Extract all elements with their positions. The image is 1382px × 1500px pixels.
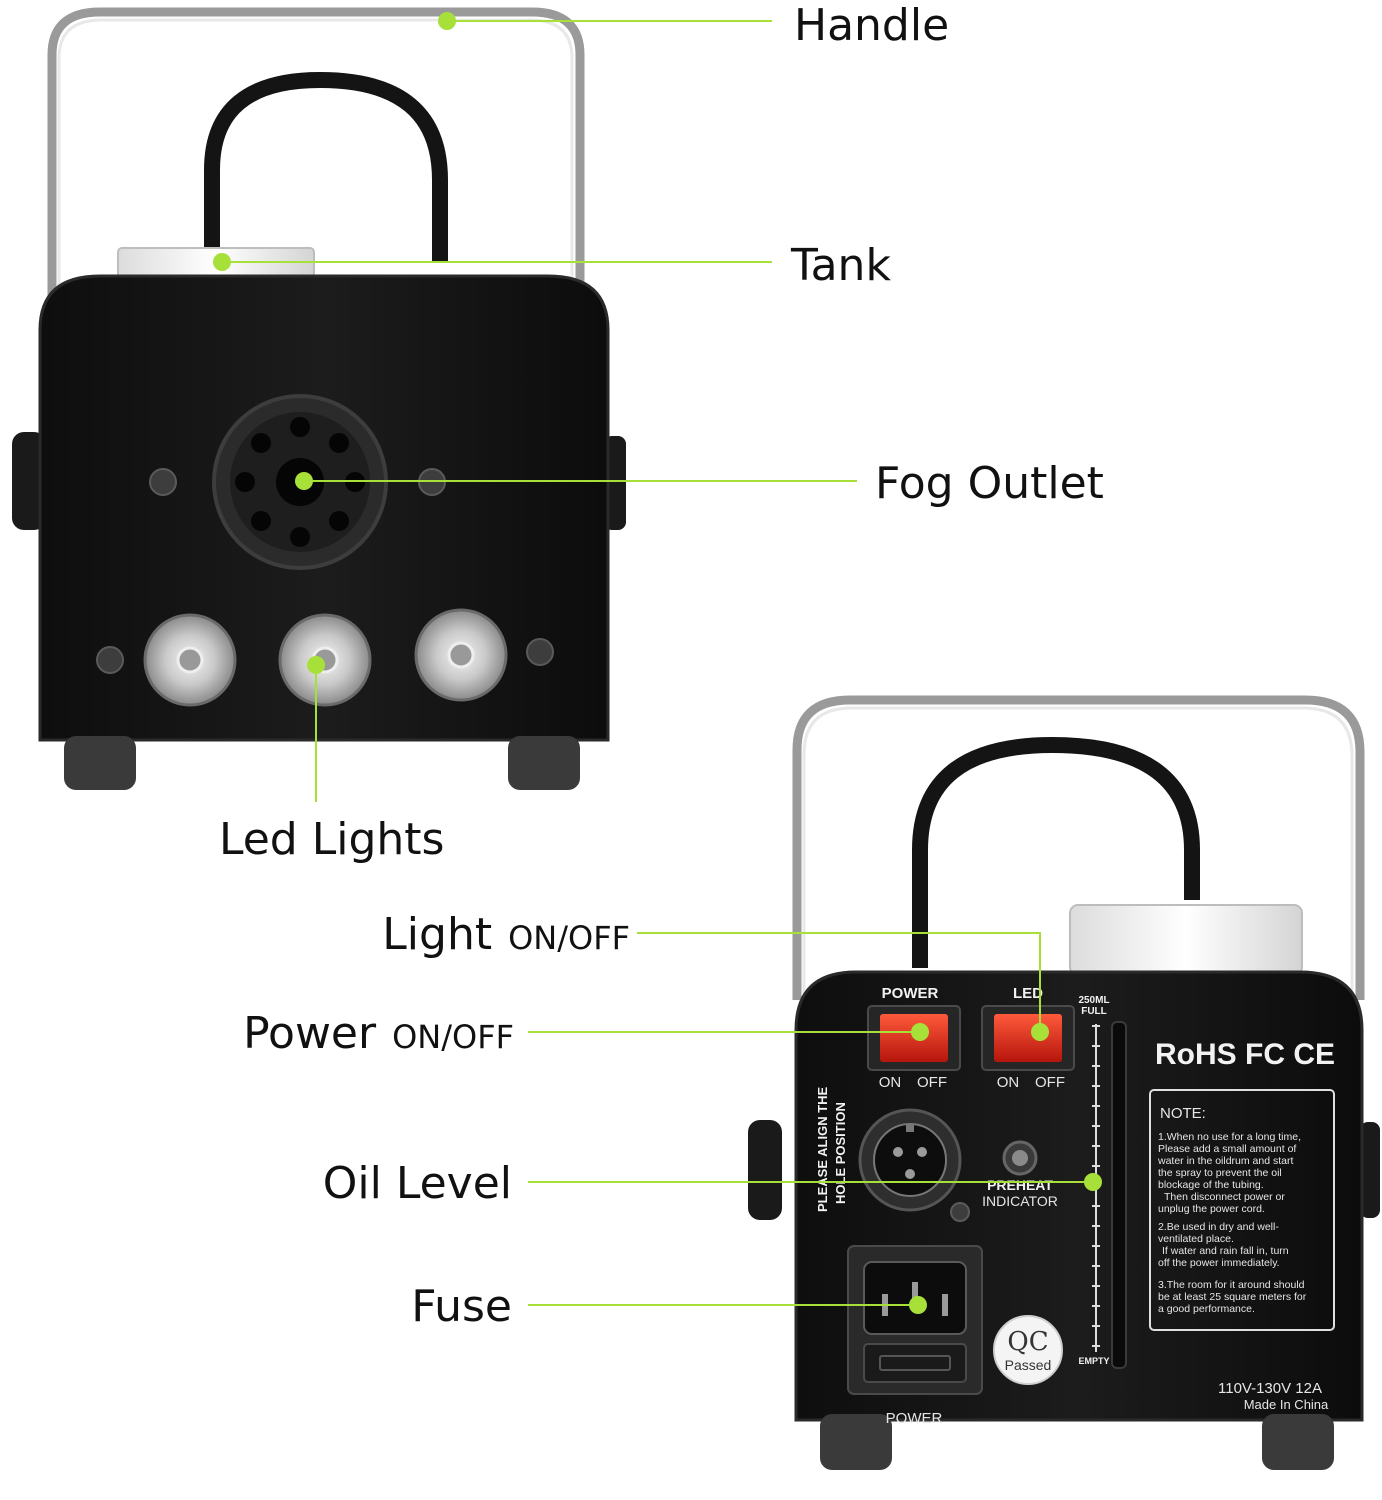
callout-power-switch-state: ON/OFF bbox=[392, 1018, 514, 1056]
callout-light-switch: Light ON/OFF bbox=[382, 909, 630, 960]
led-light bbox=[414, 608, 508, 702]
dot-fuse bbox=[909, 1296, 927, 1314]
svg-text:ventilated place.: ventilated place. bbox=[1158, 1233, 1234, 1245]
dot-oil-level bbox=[1084, 1173, 1102, 1191]
hose bbox=[912, 736, 1200, 968]
oil-full-line1: 250ML bbox=[1078, 995, 1109, 1006]
voltage-rating: 110V-130V 12A bbox=[1218, 1380, 1322, 1397]
callout-tank: Tank bbox=[790, 240, 891, 291]
certification-marks: RoHS FC CE bbox=[1155, 1038, 1335, 1071]
light-on-label: ON bbox=[997, 1074, 1020, 1091]
power-switch-title: POWER bbox=[882, 985, 939, 1002]
callout-handle: Handle bbox=[794, 0, 949, 51]
callout-fuse: Fuse bbox=[411, 1281, 512, 1332]
svg-text:be at least 25 square meters f: be at least 25 square meters for bbox=[1158, 1291, 1307, 1303]
light-off-label: OFF bbox=[1035, 1074, 1065, 1091]
svg-text:1.When no use for a long time,: 1.When no use for a long time, bbox=[1158, 1131, 1301, 1143]
foot-right bbox=[508, 736, 580, 790]
side-knob-right bbox=[1360, 1122, 1380, 1218]
qc-sub: Passed bbox=[1005, 1357, 1052, 1373]
svg-text:blockage of the tubing.: blockage of the tubing. bbox=[1158, 1179, 1264, 1191]
inlet-pin bbox=[942, 1294, 948, 1316]
screw-icon bbox=[149, 468, 177, 496]
svg-text:Please add a small amount of: Please add a small amount of bbox=[1158, 1143, 1296, 1155]
svg-text:a good performance.: a good performance. bbox=[1158, 1303, 1255, 1315]
power-inlet-label: POWER bbox=[886, 1410, 943, 1427]
callout-power-switch-name: Power bbox=[243, 1008, 377, 1059]
fuse-drawer-slot bbox=[879, 1355, 951, 1371]
fuse-drawer[interactable] bbox=[863, 1343, 967, 1383]
note-text: 1.When no use for a long time, Please ad… bbox=[1157, 1131, 1307, 1315]
note-title: NOTE: bbox=[1160, 1105, 1206, 1122]
tank-cap bbox=[1069, 904, 1303, 976]
inlet-pin bbox=[912, 1282, 918, 1304]
light-switch[interactable] bbox=[994, 1014, 1062, 1062]
svg-text:unplug the power cord.: unplug the power cord. bbox=[1158, 1203, 1265, 1215]
align-hint-line1: PLEASE ALIGN THE bbox=[815, 1086, 830, 1212]
handle-bar bbox=[47, 7, 585, 312]
svg-text:3.The room for it around shoul: 3.The room for it around should bbox=[1158, 1279, 1305, 1291]
svg-text:the spray to prevent the oil: the spray to prevent the oil bbox=[1158, 1167, 1282, 1179]
oil-empty-label: EMPTY bbox=[1078, 1356, 1109, 1366]
dot-fog-outlet bbox=[295, 472, 313, 490]
svg-text:off the power immediately.: off the power immediately. bbox=[1158, 1257, 1280, 1269]
callout-light-switch-state: ON/OFF bbox=[508, 919, 630, 957]
led-light bbox=[278, 613, 372, 707]
callout-power-switch: Power ON/OFF bbox=[243, 1008, 514, 1059]
handle-bar-shine bbox=[802, 706, 1354, 1000]
svg-text:Then disconnect power or: Then disconnect power or bbox=[1164, 1191, 1285, 1203]
dot-led-lights bbox=[307, 656, 325, 674]
led-light bbox=[143, 613, 237, 707]
note-box bbox=[1149, 1089, 1335, 1331]
preheat-label-line1: PREHEAT bbox=[987, 1177, 1053, 1193]
led-switch-title: LED bbox=[1013, 985, 1043, 1002]
callout-fog-outlet: Fog Outlet bbox=[875, 458, 1104, 509]
power-on-label: ON bbox=[879, 1074, 902, 1091]
oil-level-window bbox=[1111, 1021, 1127, 1369]
hose bbox=[204, 71, 448, 262]
foot-left bbox=[820, 1414, 892, 1470]
svg-text:water in the oildrum and start: water in the oildrum and start bbox=[1157, 1155, 1293, 1167]
side-knob-left bbox=[748, 1120, 782, 1220]
screw-icon bbox=[96, 646, 124, 674]
preheat-label-line2: INDICATOR bbox=[982, 1193, 1058, 1209]
origin-label: Made In China bbox=[1244, 1397, 1329, 1412]
xlr-remote-socket[interactable] bbox=[858, 1108, 962, 1212]
callout-leaders bbox=[222, 20, 1093, 1306]
callout-led-lights: Led Lights bbox=[219, 814, 444, 865]
dot-power-switch bbox=[911, 1023, 929, 1041]
callout-light-switch-name: Light bbox=[382, 909, 492, 960]
dot-handle bbox=[438, 12, 456, 30]
oil-full-line2: FULL bbox=[1081, 1006, 1107, 1017]
handle-bar bbox=[792, 695, 1365, 1000]
callout-oil-level: Oil Level bbox=[323, 1158, 512, 1209]
foot-right bbox=[1262, 1414, 1334, 1470]
qc-passed-sticker bbox=[993, 1315, 1063, 1385]
power-off-label: OFF bbox=[917, 1074, 947, 1091]
qc-title: QC bbox=[1007, 1327, 1048, 1357]
align-hint-line2: HOLE POSITION bbox=[833, 1102, 848, 1204]
fog-machine-rear-view: POWER ON OFF LED ON OFF PLEASE ALIGN THE… bbox=[748, 695, 1380, 1470]
screw-icon bbox=[950, 1202, 970, 1222]
dot-tank bbox=[213, 253, 231, 271]
foot-left bbox=[64, 736, 136, 790]
callout-dots bbox=[213, 12, 1102, 1314]
side-knob-left bbox=[12, 432, 46, 530]
preheat-indicator-lens bbox=[1012, 1150, 1028, 1166]
dot-light-switch bbox=[1031, 1023, 1049, 1041]
svg-text:If water and rain fall in, tur: If water and rain fall in, turn bbox=[1162, 1245, 1289, 1257]
svg-text:2.Be used in dry and well-: 2.Be used in dry and well- bbox=[1158, 1221, 1279, 1233]
screw-icon bbox=[526, 638, 554, 666]
leader-light-switch bbox=[637, 932, 1041, 1032]
handle-bar-shine bbox=[57, 18, 574, 312]
